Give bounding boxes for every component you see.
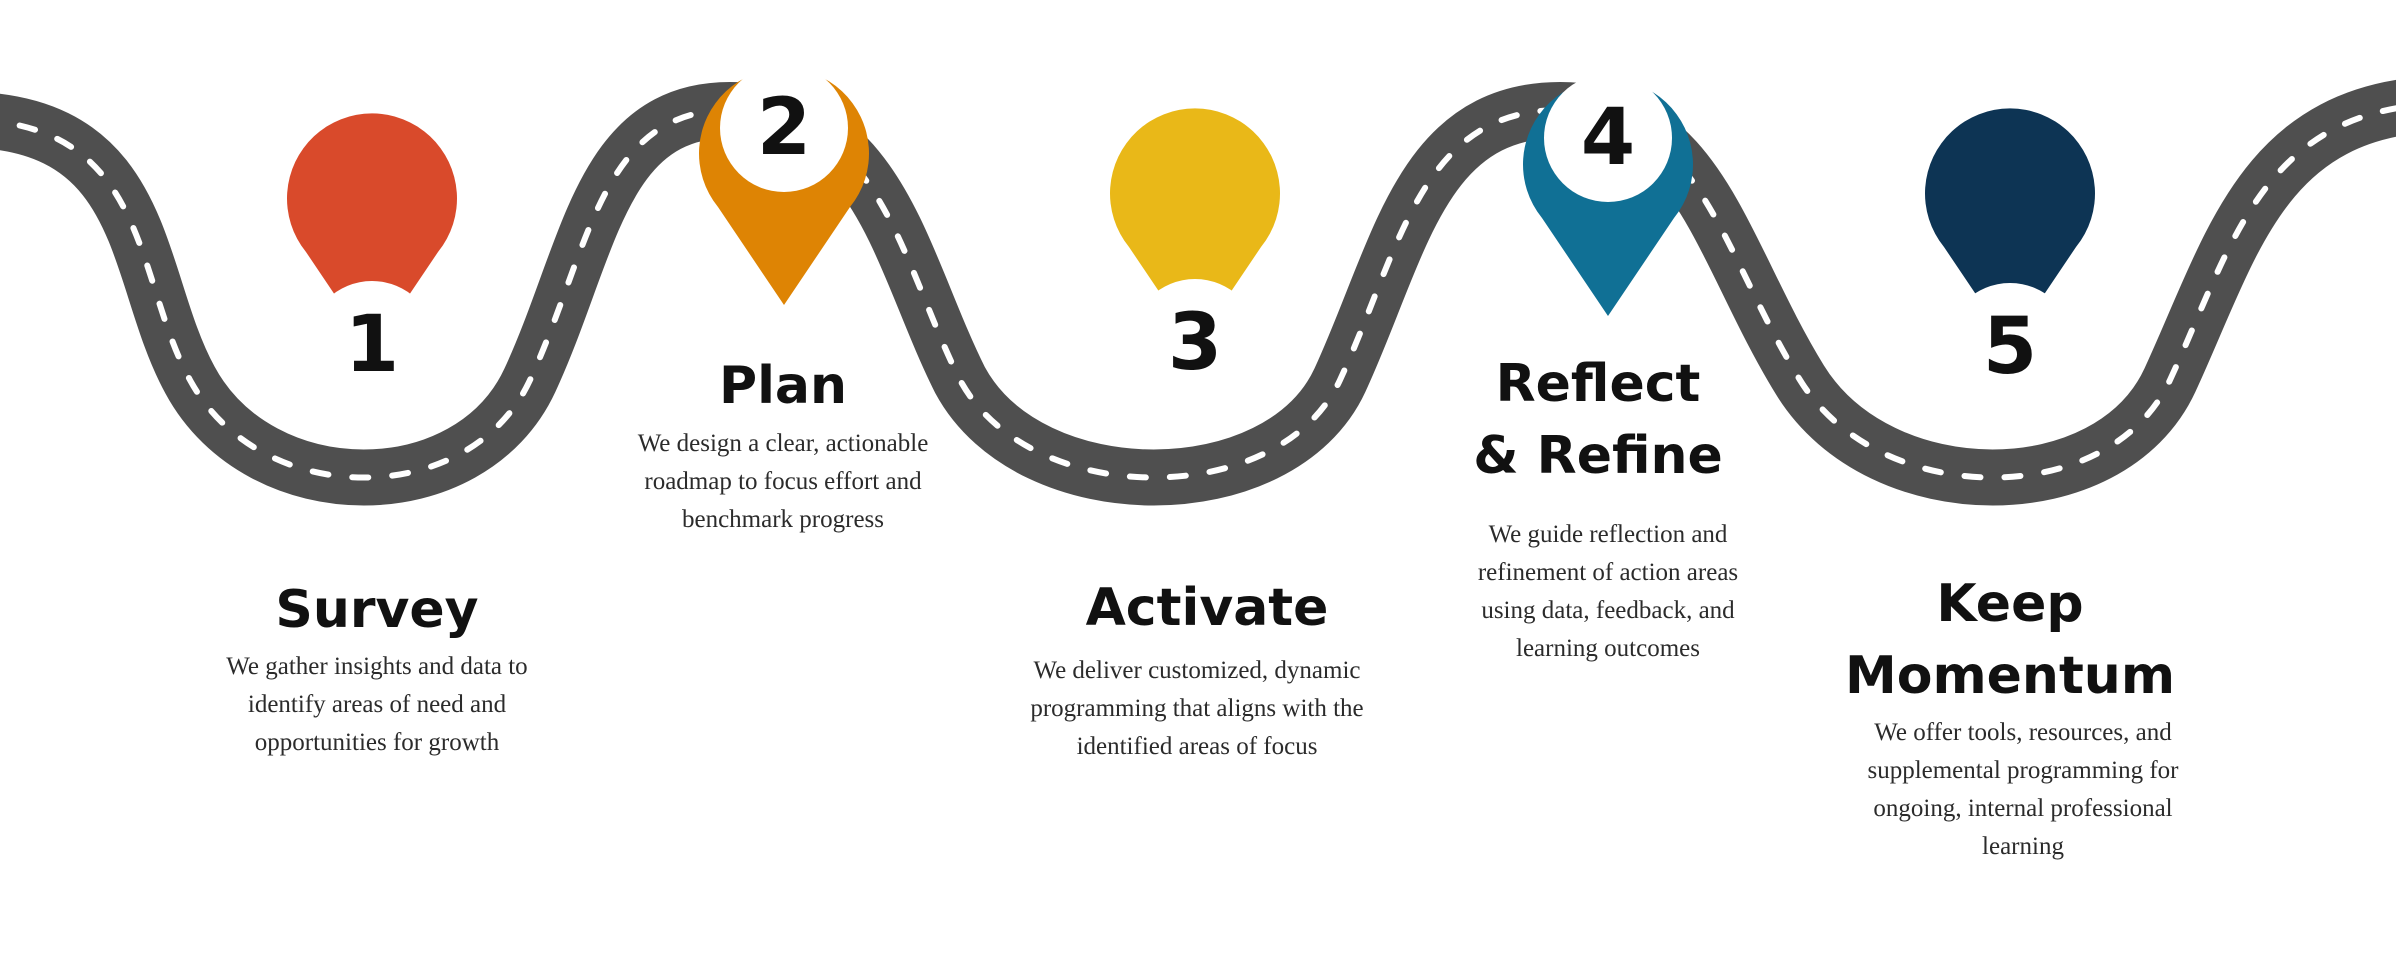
step-4-title: Reflect & Refine — [1473, 354, 1723, 486]
pin-4-number: 4 — [1581, 93, 1635, 183]
pin-4-inner-circle — [1544, 74, 1672, 202]
map-pin-1-icon: 1 — [287, 113, 457, 409]
step-5-description: We offer tools, resources, and supplemen… — [1867, 719, 2179, 860]
pin-5-inner-circle — [1946, 283, 2074, 411]
step-1-description: We gather insights and data to identify … — [226, 653, 528, 756]
step-2-description: We design a clear, actionable roadmap to… — [637, 430, 929, 533]
pin-5-number: 5 — [1983, 302, 2037, 392]
step-2-title: Plan — [718, 356, 848, 416]
map-pin-3-icon: 3 — [1110, 108, 1280, 407]
pin-1-number: 1 — [345, 300, 399, 390]
pin-5-body — [1925, 108, 2095, 345]
pin-3-number: 3 — [1168, 298, 1222, 388]
pin-3-body — [1110, 108, 1280, 345]
pin-1-inner-circle — [308, 281, 436, 409]
step-5-title: Keep Momentum — [1845, 574, 2176, 706]
step-3-title: Activate — [1085, 578, 1329, 638]
step-3-description: We deliver customized, dynamic programmi… — [1030, 657, 1364, 760]
map-pin-2-icon: 2 — [699, 64, 869, 305]
step-1-title: Survey — [275, 580, 479, 640]
map-pin-5-icon: 5 — [1925, 108, 2095, 411]
pin-2-number: 2 — [757, 83, 811, 173]
pin-2-inner-circle — [720, 64, 848, 192]
step-4-description: We guide reflection and refinement of ac… — [1477, 521, 1739, 662]
road-center-dashes — [0, 105, 2396, 481]
map-pin-4-icon: 4 — [1523, 74, 1693, 316]
pin-3-inner-circle — [1131, 279, 1259, 407]
pin-1-body — [287, 113, 457, 350]
